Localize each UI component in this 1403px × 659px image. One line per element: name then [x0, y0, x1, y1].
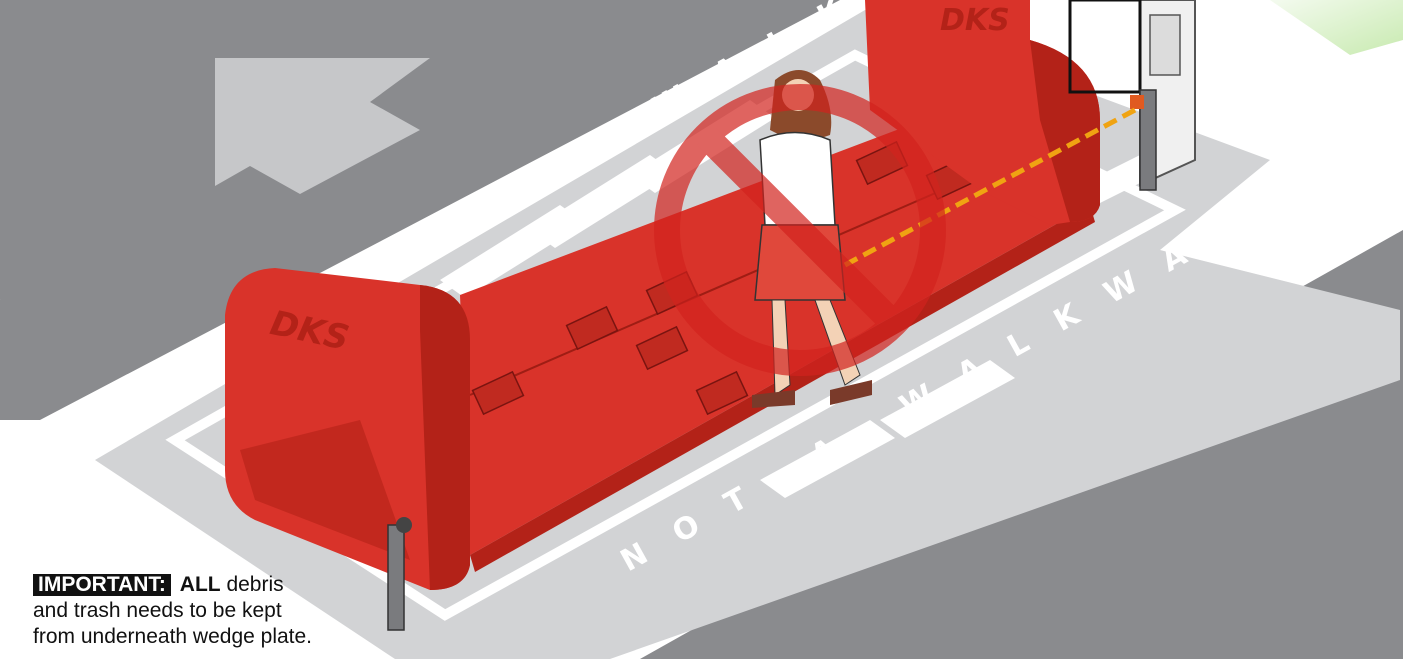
brand-logo-right: DKS: [940, 3, 1010, 38]
note-line1: debris: [221, 573, 284, 596]
green-accent: [1270, 0, 1403, 55]
note-emphasis: ALL: [180, 573, 221, 596]
note-line3: from underneath wedge plate.: [33, 624, 333, 650]
note-line2: and trash needs to be kept: [33, 598, 333, 624]
important-note: IMPORTANT: ALL debris and trash needs to…: [33, 572, 333, 650]
important-badge: IMPORTANT:: [33, 574, 171, 596]
